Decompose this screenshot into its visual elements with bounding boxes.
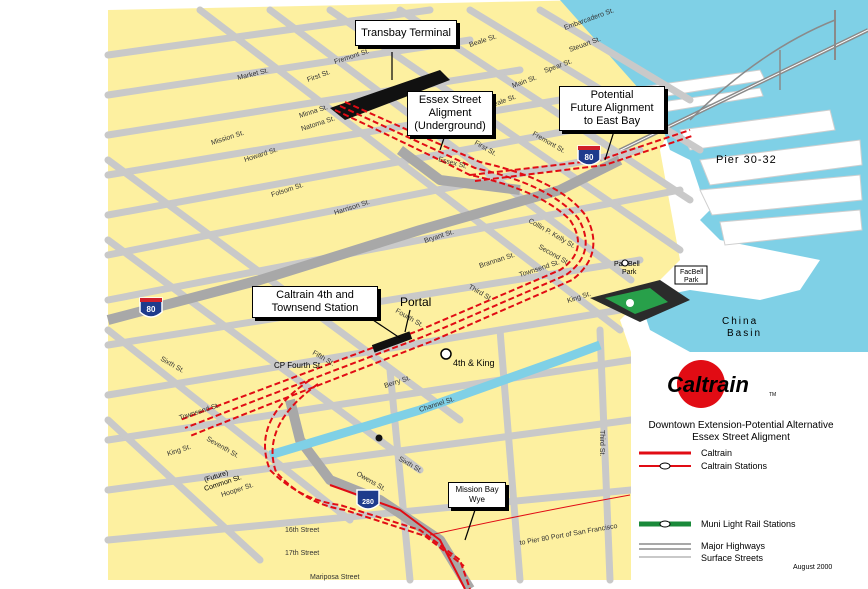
- legend-subtitle: Essex Street Aligment: [692, 432, 790, 443]
- street-label: Third St.: [598, 430, 605, 457]
- legend-item-caltrain: Caltrain: [701, 448, 733, 458]
- transbay-label: Transbay Terminal: [361, 27, 451, 39]
- fourth-king-station: [440, 348, 452, 360]
- cp-fourth-label: CP Fourth St.: [274, 361, 322, 370]
- facbell-box: [674, 265, 708, 285]
- street-label: 17th Street: [285, 550, 319, 557]
- legend-title-block: Downtown Extension-Potential Alternative…: [631, 420, 851, 444]
- caltrain-logo-tm: TM: [769, 392, 776, 398]
- callout-pointers: [369, 52, 616, 541]
- eastbay-line-2: Future Alignment: [570, 102, 654, 114]
- pier-label: Pier 30-32: [716, 154, 777, 166]
- legend-date: August 2000: [793, 564, 833, 571]
- caltrain-logo-text: Caltrain: [667, 372, 749, 397]
- legend-station-icon: [659, 462, 671, 470]
- transbay-callout: Transbay Terminal: [355, 20, 457, 46]
- caltrain4th-line-2: Townsend Station: [271, 302, 359, 314]
- shield-text-280: 280: [362, 499, 374, 506]
- eastbay-line-1: Potential: [590, 89, 634, 101]
- caltrain4th-line-1: Caltrain 4th and: [276, 289, 354, 301]
- wye-callout: Mission Bay Wye: [448, 482, 506, 508]
- channel: [268, 340, 602, 460]
- essex-line-2: Aligment: [428, 107, 472, 119]
- essex-line-3: (Underground): [414, 120, 486, 132]
- station-platforms: [371, 331, 413, 353]
- wye-line-2: Wye: [469, 495, 485, 504]
- fourth-king-label: 4th & King: [453, 358, 495, 368]
- street-label: Mariposa Street: [310, 574, 359, 581]
- caltrain4th-callout: Caltrain 4th and Townsend Station: [252, 286, 378, 318]
- caltrain-logo-circle: [677, 360, 725, 408]
- pac-bell-label-2: Park: [622, 269, 637, 276]
- highway-shield-80-east: [577, 145, 601, 166]
- legend: Caltrain TM Downtown Extension-Potential…: [631, 352, 851, 576]
- legend-item-stations: Caltrain Stations: [701, 461, 768, 471]
- street-label: 16th Street: [285, 527, 319, 534]
- highway-shield-280: [356, 489, 380, 510]
- eastbay-line-3: to East Bay: [583, 115, 641, 127]
- legend-item-muni: Muni Light Rail Stations: [701, 519, 796, 529]
- land-area: [108, 0, 700, 580]
- portal-label: Portal: [400, 295, 431, 309]
- essex-line-1: Essex Street: [418, 94, 482, 106]
- transbay-terminal: [330, 70, 450, 120]
- pac-bell-station: [621, 259, 629, 267]
- shield-text-80e: 80: [585, 153, 594, 162]
- pac-bell-park: [590, 280, 690, 322]
- pier80-line: [429, 494, 631, 536]
- facbell-label-1: FacBell: [680, 269, 704, 276]
- legend-muni-icon: [659, 520, 671, 528]
- bay-bridge: [599, 10, 868, 162]
- legend-graphics: Caltrain TM: [639, 360, 776, 558]
- china-basin-1: China: [722, 316, 758, 327]
- china-basin-2: Basin: [727, 328, 762, 339]
- wye-line-1: Mission Bay: [455, 485, 499, 494]
- essex-callout: Essex Street Aligment (Underground): [407, 91, 493, 136]
- caltrain-alignment: [179, 101, 693, 589]
- legend-title: Downtown Extension-Potential Alternative: [648, 420, 834, 431]
- facbell-label-2: Park: [684, 277, 699, 284]
- legend-item-streets: Surface Streets: [701, 553, 764, 563]
- shield-text-80w: 80: [147, 305, 156, 314]
- highway-shield-80-west: [139, 297, 163, 318]
- piers: [619, 69, 863, 246]
- muni-dot: [375, 434, 383, 442]
- legend-item-highways: Major Highways: [701, 541, 766, 551]
- eastbay-callout: Potential Future Alignment to East Bay: [559, 86, 665, 131]
